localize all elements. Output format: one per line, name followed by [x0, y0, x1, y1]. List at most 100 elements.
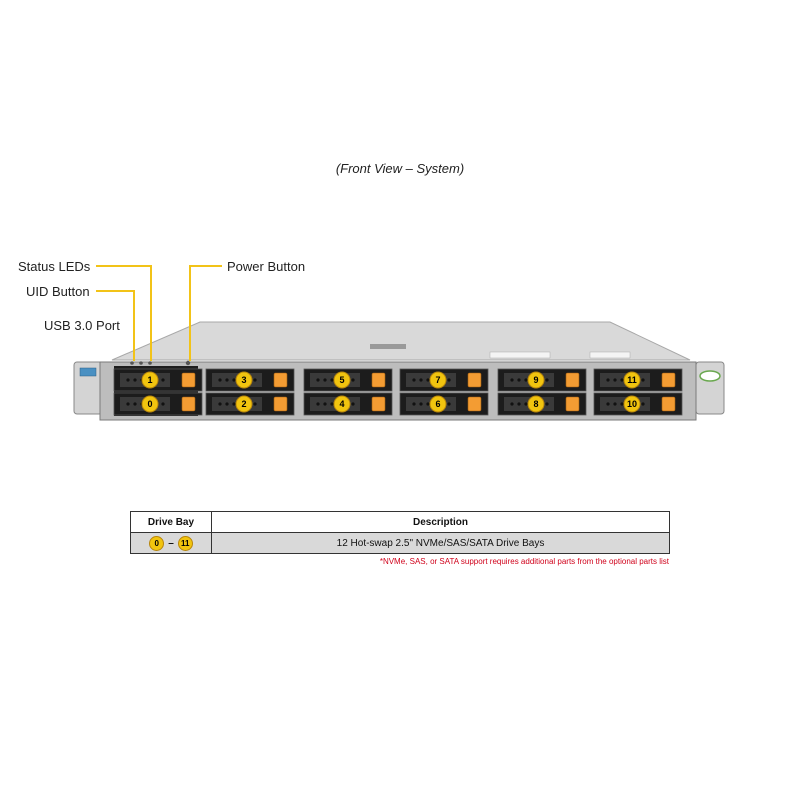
drive-bay-11[interactable]: 11 — [593, 368, 683, 392]
drive-bay-10[interactable]: 10 — [593, 392, 683, 416]
drive-bay-3[interactable]: 3 — [205, 368, 295, 392]
drive-bay-table: Drive Bay Description 0 – 11 12 Hot-swap… — [130, 511, 670, 554]
callout-label-usb-port: USB 3.0 Port — [44, 318, 120, 333]
callout-label-uid-button: UID Button — [26, 284, 90, 299]
table-header-description: Description — [211, 511, 670, 533]
vent-hole — [412, 378, 416, 382]
uid-button[interactable] — [130, 361, 134, 365]
vent-hole — [426, 402, 430, 406]
drive-bay-8[interactable]: 8 — [497, 392, 587, 416]
drive-bay-6[interactable]: 6 — [399, 392, 489, 416]
vent-hole — [218, 402, 222, 406]
vent-hole — [545, 378, 549, 382]
callout-label-power-button: Power Button — [227, 259, 306, 274]
range-separator: – — [168, 537, 174, 549]
bay-number-badge — [527, 371, 545, 389]
drive-latch-icon[interactable] — [565, 372, 580, 388]
vent-hole — [225, 402, 229, 406]
chassis-label-sticker — [489, 351, 551, 359]
brand-logo-icon — [699, 370, 721, 382]
vent-hole — [133, 402, 137, 406]
drive-latch-icon[interactable] — [371, 396, 386, 412]
vent-hole — [316, 402, 320, 406]
vent-hole — [606, 378, 610, 382]
vent-hole — [517, 378, 521, 382]
bay-number-label: 4 — [339, 399, 344, 409]
page-title: (Front View – System) — [335, 161, 465, 176]
bay-number-badge — [623, 395, 641, 413]
description-cell: 12 Hot-swap 2.5" NVMe/SAS/SATA Drive Bay… — [211, 532, 670, 554]
vent-hole — [351, 378, 355, 382]
drive-bay-1[interactable]: 1 — [113, 368, 203, 392]
bay-number-label: 8 — [533, 399, 538, 409]
vent-hole — [323, 378, 327, 382]
drive-bay-5[interactable]: 5 — [303, 368, 393, 392]
drive-bay-7[interactable]: 7 — [399, 368, 489, 392]
table-header-drive-bay: Drive Bay — [130, 511, 212, 533]
vent-hole — [510, 402, 514, 406]
chassis-top — [111, 321, 691, 361]
bay-number-badge — [527, 395, 545, 413]
vent-hole — [161, 378, 165, 382]
vent-hole — [316, 378, 320, 382]
vent-hole — [524, 378, 528, 382]
bay-number-label: 7 — [435, 375, 440, 385]
drive-bay-0[interactable]: 0 — [113, 392, 203, 416]
vent-hole — [253, 378, 257, 382]
drive-bay-grid: 1 3 5 7 9 11 0 2 4 6 8 10 — [113, 368, 683, 416]
vent-hole — [225, 378, 229, 382]
bay-number-label: 9 — [533, 375, 538, 385]
bay-number-label: 6 — [435, 399, 440, 409]
callout-label-status-leds: Status LEDs — [18, 259, 91, 274]
usb-port[interactable] — [79, 367, 97, 377]
bay-number-badge — [429, 395, 447, 413]
vent-hole — [641, 378, 645, 382]
vent-hole — [323, 402, 327, 406]
drive-latch-icon[interactable] — [467, 396, 482, 412]
chassis-logo-plate — [370, 344, 406, 349]
vent-hole — [412, 402, 416, 406]
vent-hole — [517, 402, 521, 406]
callout-line-status-leds — [96, 265, 152, 361]
drive-bay-9[interactable]: 9 — [497, 368, 587, 392]
power-button[interactable] — [185, 360, 191, 366]
vent-hole — [232, 402, 236, 406]
drive-latch-icon[interactable] — [273, 396, 288, 412]
vent-hole — [351, 402, 355, 406]
bay-number-label: 11 — [627, 375, 637, 385]
right-rack-handle[interactable] — [695, 361, 725, 415]
vent-hole — [133, 378, 137, 382]
drive-latch-icon[interactable] — [181, 372, 196, 388]
drive-latch-icon[interactable] — [273, 372, 288, 388]
drive-latch-icon[interactable] — [565, 396, 580, 412]
vent-hole — [126, 402, 130, 406]
vent-hole — [253, 402, 257, 406]
drive-latch-icon[interactable] — [661, 396, 676, 412]
vent-hole — [419, 402, 423, 406]
drive-latch-icon[interactable] — [467, 372, 482, 388]
vent-hole — [620, 402, 624, 406]
bay-number-label: 0 — [147, 399, 152, 409]
drive-latch-icon[interactable] — [181, 396, 196, 412]
vent-hole — [606, 402, 610, 406]
vent-hole — [447, 402, 451, 406]
drive-bay-range-cell: 0 – 11 — [130, 532, 212, 554]
drive-latch-icon[interactable] — [661, 372, 676, 388]
vent-hole — [447, 378, 451, 382]
bay-number-badge — [235, 371, 253, 389]
drive-bay-4[interactable]: 4 — [303, 392, 393, 416]
bay-number-badge — [141, 395, 159, 413]
vent-hole — [426, 378, 430, 382]
bay-number-badge — [141, 371, 159, 389]
drive-bay-2[interactable]: 2 — [205, 392, 295, 416]
bay-number-label: 3 — [241, 375, 246, 385]
drive-latch-icon[interactable] — [371, 372, 386, 388]
vent-hole — [330, 402, 334, 406]
vent-hole — [620, 378, 624, 382]
vent-hole — [510, 378, 514, 382]
bay-number-badge — [623, 371, 641, 389]
vent-hole — [232, 378, 236, 382]
callout-line-power-button — [189, 265, 222, 361]
bay-number-label: 2 — [241, 399, 246, 409]
